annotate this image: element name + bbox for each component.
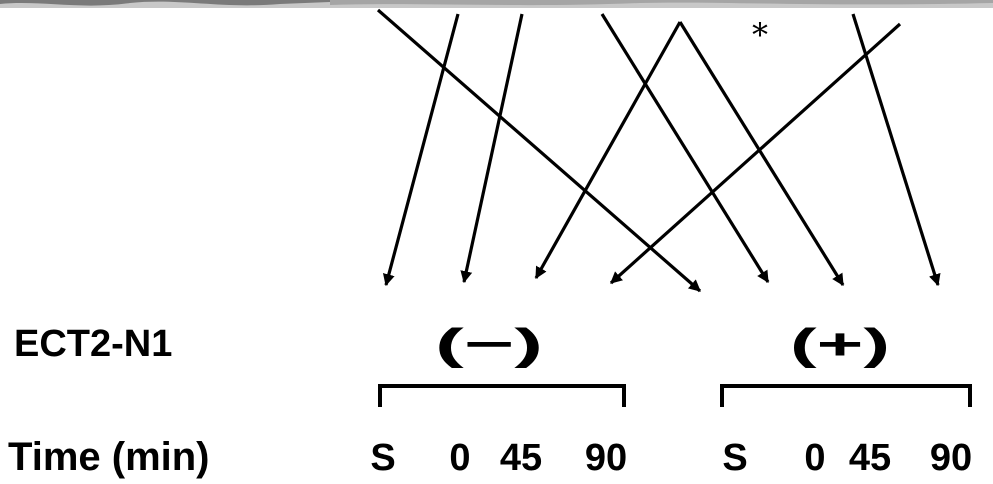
arrow-4 — [609, 22, 902, 285]
time-point-label: S — [722, 437, 747, 479]
time-point-label: 0 — [449, 437, 470, 479]
bracket-minus — [378, 384, 626, 407]
arrow-5 — [376, 8, 702, 293]
time-point-label: 90 — [585, 437, 627, 479]
arrow-8 — [851, 13, 941, 287]
arrow-7 — [678, 21, 845, 287]
asterisk-marker: * — [752, 16, 768, 54]
arrow-2 — [460, 13, 524, 284]
arrow-1 — [382, 13, 460, 287]
arrow-3 — [534, 21, 682, 280]
time-point-label: S — [370, 437, 395, 479]
condition-label-minus: (−) — [435, 320, 543, 369]
condition-label-plus: (+) — [790, 320, 890, 369]
time-label: Time (min) — [8, 435, 210, 479]
time-point-label: 0 — [804, 437, 825, 479]
arrow-6 — [600, 13, 770, 284]
time-point-label: 45 — [500, 437, 542, 479]
time-point-label: 45 — [849, 437, 891, 479]
arrows-group — [376, 8, 941, 293]
bracket-plus — [720, 384, 972, 407]
construct-label: ECT2-N1 — [14, 323, 172, 365]
time-point-label: 90 — [930, 437, 972, 479]
top-image-strip — [0, 0, 993, 8]
